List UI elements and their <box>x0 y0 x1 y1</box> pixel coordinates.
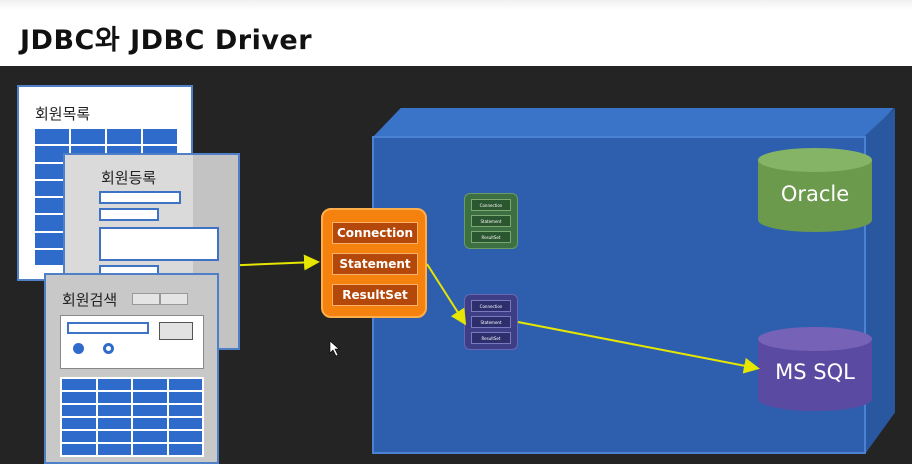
oracle-driver-statement: Statement <box>471 215 511 227</box>
mouse-cursor-icon <box>329 340 340 357</box>
mssql-driver-statement: Statement <box>471 316 511 328</box>
search-result-table <box>60 377 204 457</box>
driver-box-top <box>372 108 894 138</box>
register-textarea[interactable] <box>99 227 219 261</box>
member-search-window: 회원검색 <box>44 273 219 464</box>
oracle-driver-panel: Connection Statement ResultSet <box>464 193 518 249</box>
mssql-driver-connection: Connection <box>471 300 511 312</box>
member-search-label: 회원검색 <box>62 291 118 309</box>
oracle-driver-resultset: ResultSet <box>471 231 511 243</box>
jdbc-interface-panel: Connection Statement ResultSet <box>321 208 427 318</box>
register-field-1[interactable] <box>99 191 181 204</box>
title-bar <box>0 0 912 66</box>
resultset-item: ResultSet <box>332 284 418 306</box>
search-panel <box>60 315 204 369</box>
member-register-label: 회원등록 <box>101 169 157 187</box>
search-radio-2[interactable] <box>103 343 114 354</box>
oracle-db-label: Oracle <box>780 182 850 206</box>
slide-title: JDBC와 JDBC Driver <box>20 25 313 56</box>
connection-item: Connection <box>332 222 418 244</box>
oracle-db-bottom <box>758 208 872 232</box>
search-input[interactable] <box>67 322 149 334</box>
mssql-driver-resultset: ResultSet <box>471 332 511 344</box>
oracle-db-top <box>758 148 872 172</box>
mssql-database: MS SQL <box>758 327 872 411</box>
search-tab-2[interactable] <box>160 293 188 305</box>
mssql-driver-panel: Connection Statement ResultSet <box>464 294 518 350</box>
oracle-database: Oracle <box>758 148 872 232</box>
search-button[interactable] <box>159 322 193 340</box>
arrow-jdbc-to-mssql-driver <box>426 263 467 326</box>
search-tab-1[interactable] <box>132 293 160 305</box>
search-radio-1[interactable] <box>73 343 84 354</box>
register-field-2[interactable] <box>99 208 159 221</box>
mssql-db-label: MS SQL <box>775 360 855 384</box>
mssql-db-bottom <box>758 387 872 411</box>
arrow-driver-to-mssql <box>517 321 760 374</box>
oracle-driver-connection: Connection <box>471 199 511 211</box>
mssql-db-top <box>758 327 872 351</box>
statement-item: Statement <box>332 253 418 275</box>
member-list-label: 회원목록 <box>35 105 91 123</box>
